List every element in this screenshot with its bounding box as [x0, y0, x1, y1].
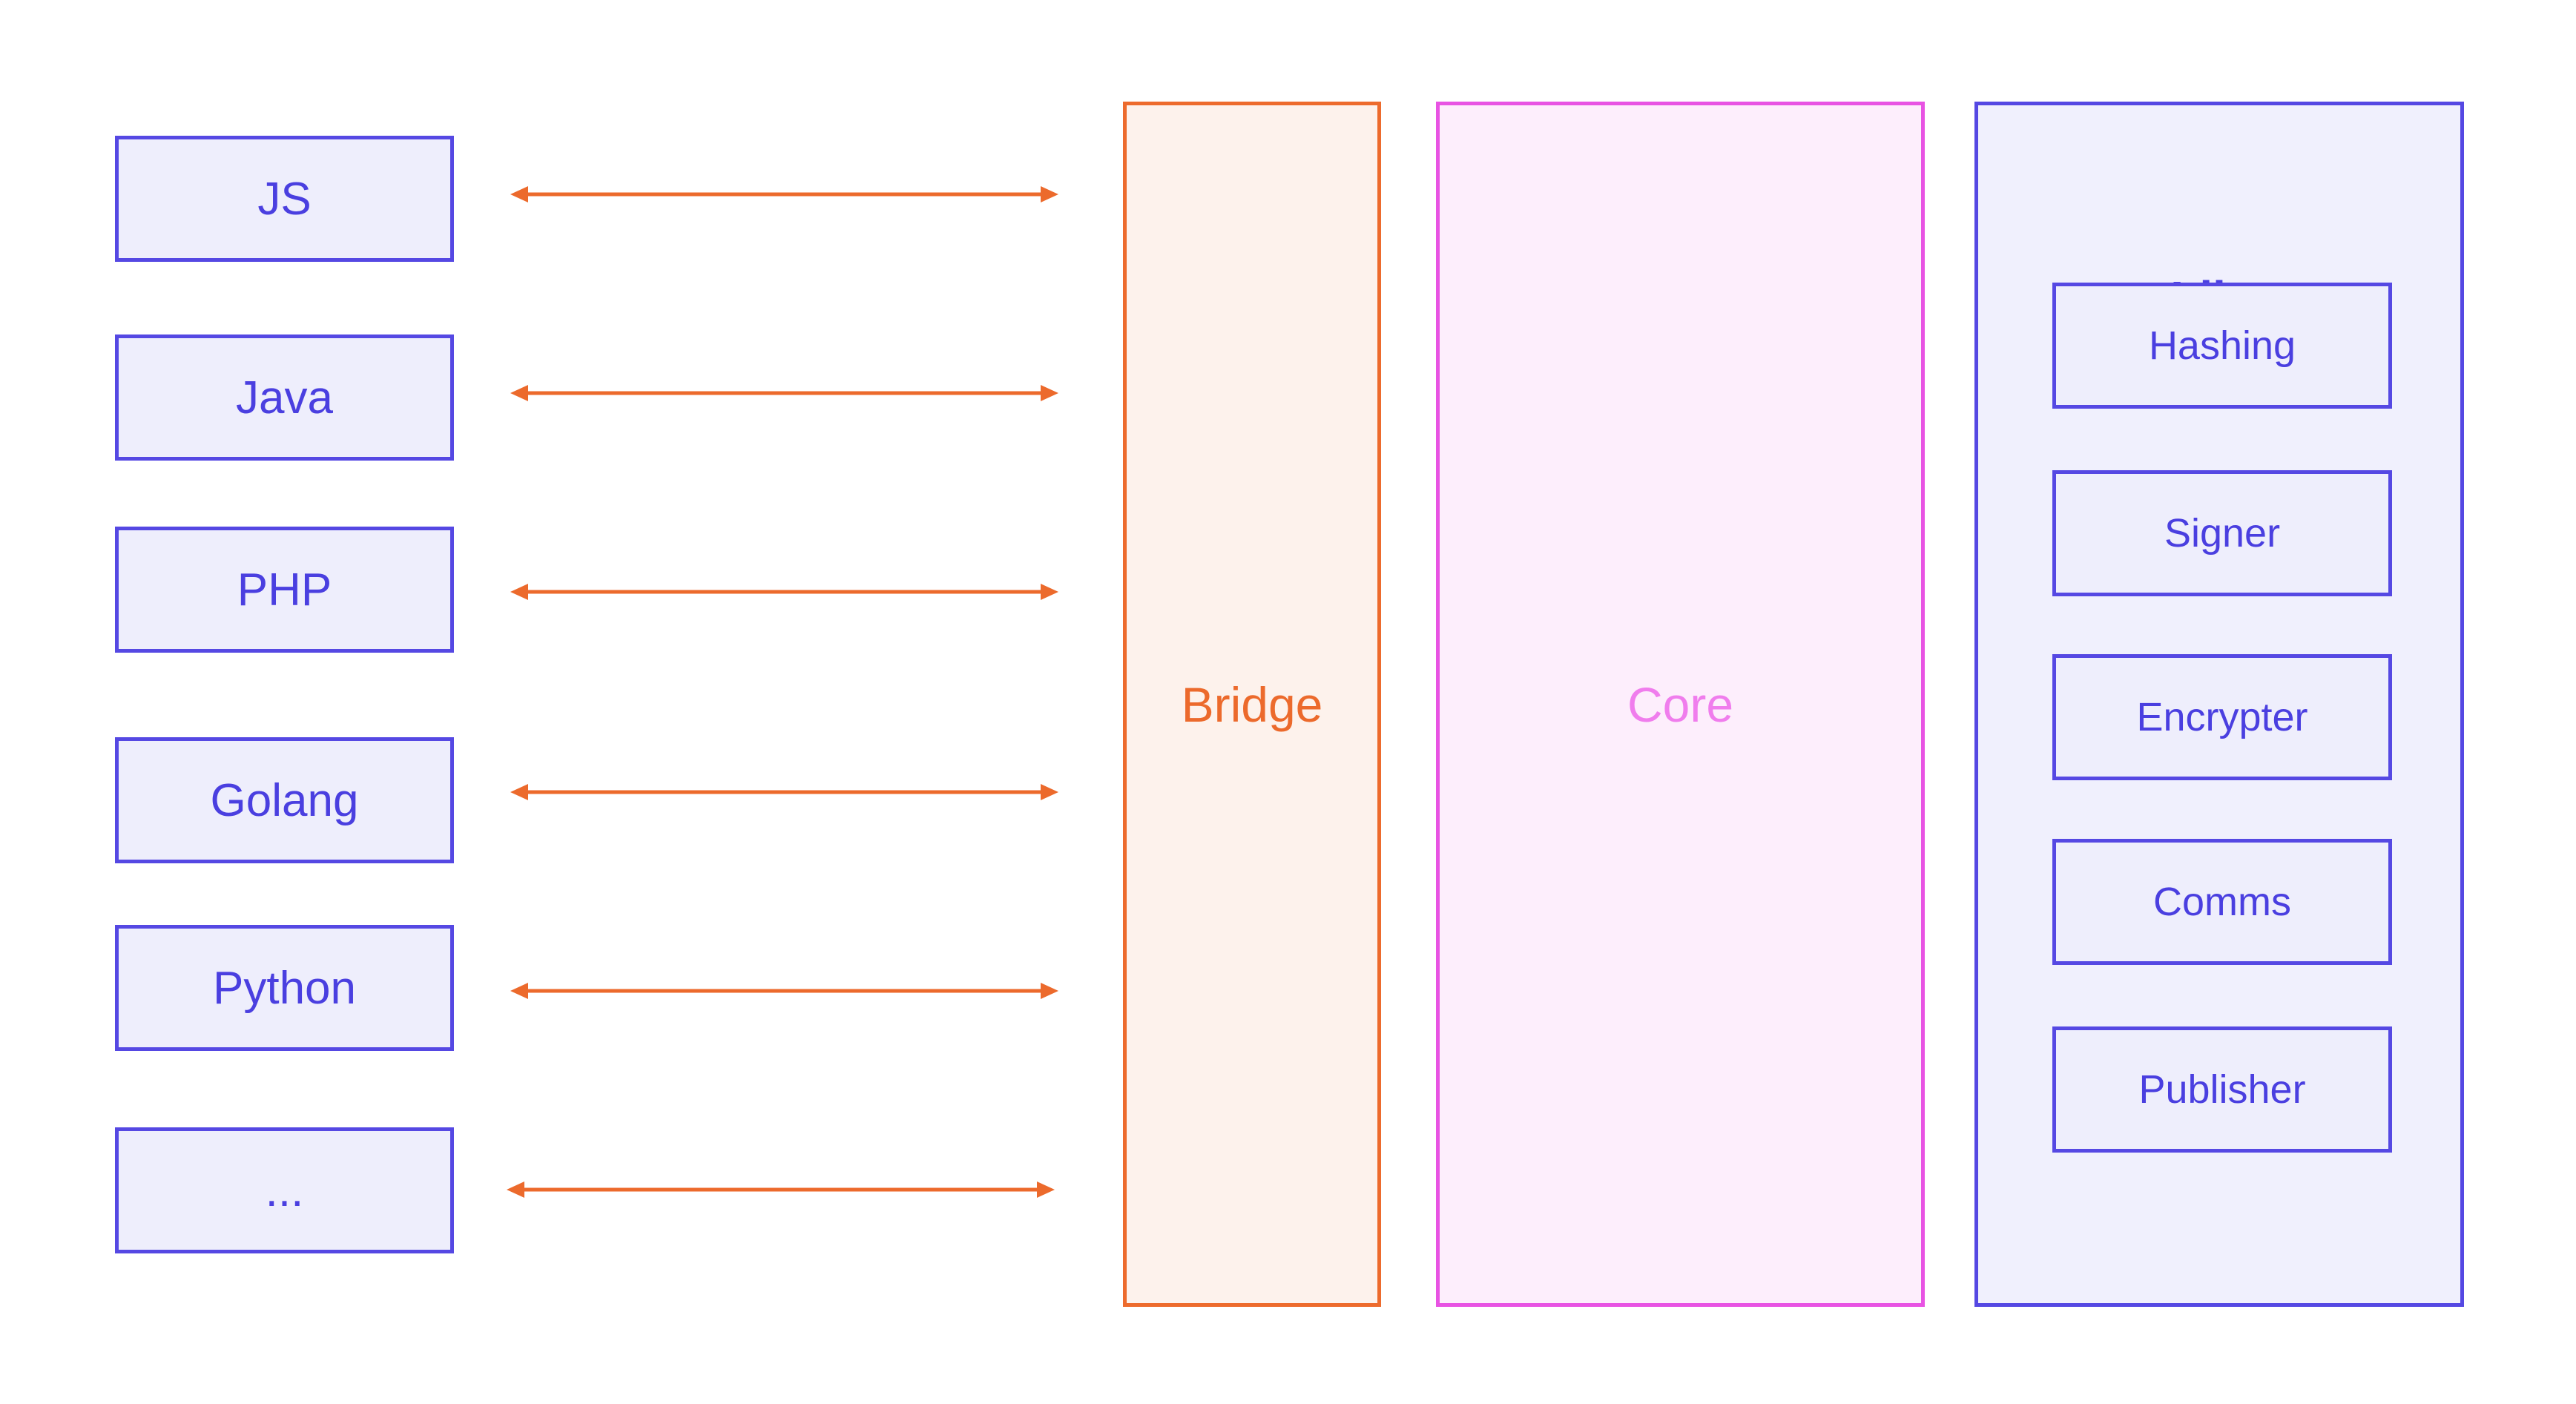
- lib-box-signer: Signer: [2052, 470, 2392, 596]
- core-block: Core: [1436, 102, 1925, 1307]
- lib-box-comms: Comms: [2052, 839, 2392, 965]
- lang-label: Java: [236, 372, 333, 423]
- lib-box-encrypter: Encrypter: [2052, 654, 2392, 780]
- lang-box-php: PHP: [115, 527, 454, 653]
- lang-box-more: ...: [115, 1127, 454, 1253]
- lang-label: Python: [212, 962, 357, 1014]
- bridge-block: Bridge: [1123, 102, 1381, 1307]
- arrow-golang: [510, 784, 1058, 800]
- lib-box-publisher: Publisher: [2052, 1026, 2392, 1153]
- lang-box-java: Java: [115, 334, 454, 461]
- lang-label: ...: [265, 1164, 304, 1216]
- lang-box-golang: Golang: [115, 737, 454, 863]
- lib-label: Encrypter: [2136, 695, 2308, 739]
- lang-box-python: Python: [115, 925, 454, 1051]
- arrow-php: [510, 584, 1058, 600]
- arrow-js: [510, 186, 1058, 202]
- lib-label: Signer: [2164, 511, 2281, 556]
- lang-label: Golang: [210, 774, 359, 826]
- lib-box-hashing: Hashing: [2052, 283, 2392, 409]
- bridge-label: Bridge: [1181, 676, 1323, 732]
- lib-label: Publisher: [2138, 1067, 2306, 1112]
- lib-label: Hashing: [2148, 323, 2296, 368]
- arrow-python: [510, 983, 1058, 999]
- lang-label: PHP: [237, 564, 332, 616]
- arrow-more: [507, 1181, 1055, 1198]
- lib-label: Comms: [2153, 880, 2291, 924]
- arrow-java: [510, 385, 1058, 401]
- lang-box-js: JS: [115, 136, 454, 262]
- core-label: Core: [1627, 676, 1734, 732]
- lang-label: JS: [257, 173, 312, 225]
